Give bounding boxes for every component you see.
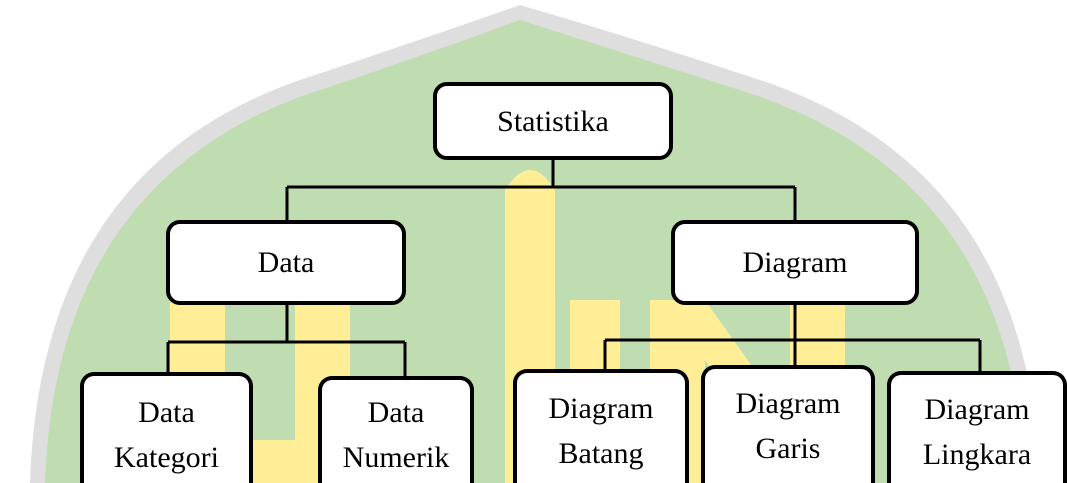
node-data-kategori-line2: Kategori [114,440,219,474]
node-diagram-lingkara: Diagram Lingkara [887,371,1067,483]
node-data-kategori-text: Data Kategori [114,390,219,480]
node-data-kategori-line1: Data [138,395,195,429]
node-diagram-label: Diagram [742,246,848,279]
node-diagram-batang-text: Diagram Batang [549,386,654,476]
node-diagram-garis-line1: Diagram [735,387,841,420]
node-diagram-garis: Diagram Garis [701,365,875,483]
node-diagram-garis-text: Diagram Garis [736,381,841,471]
node-diagram-batang: Diagram Batang [513,369,689,483]
node-data-kategori: Data Kategori [80,372,253,483]
node-diagram-garis-line2: Garis [755,432,821,465]
node-data-label: Data [257,246,315,279]
node-diagram-lingkara-line2: Lingkara [922,438,1032,471]
node-data: Data [166,220,406,305]
node-diagram-batang-line1: Diagram [548,392,654,425]
node-data-numerik-line1: Data [367,395,425,429]
node-diagram-lingkara-line1: Diagram [924,393,1030,426]
node-diagram-batang-line2: Batang [558,437,644,470]
node-statistika-label: Statistika [497,104,609,138]
node-diagram: Diagram [671,220,919,305]
node-data-numerik: Data Numerik [318,376,474,483]
node-data-numerik-text: Data Numerik [343,390,450,480]
node-diagram-lingkara-text: Diagram Lingkara [923,387,1031,477]
node-statistika: Statistika [433,82,673,160]
node-data-numerik-line2: Numerik [342,440,450,474]
